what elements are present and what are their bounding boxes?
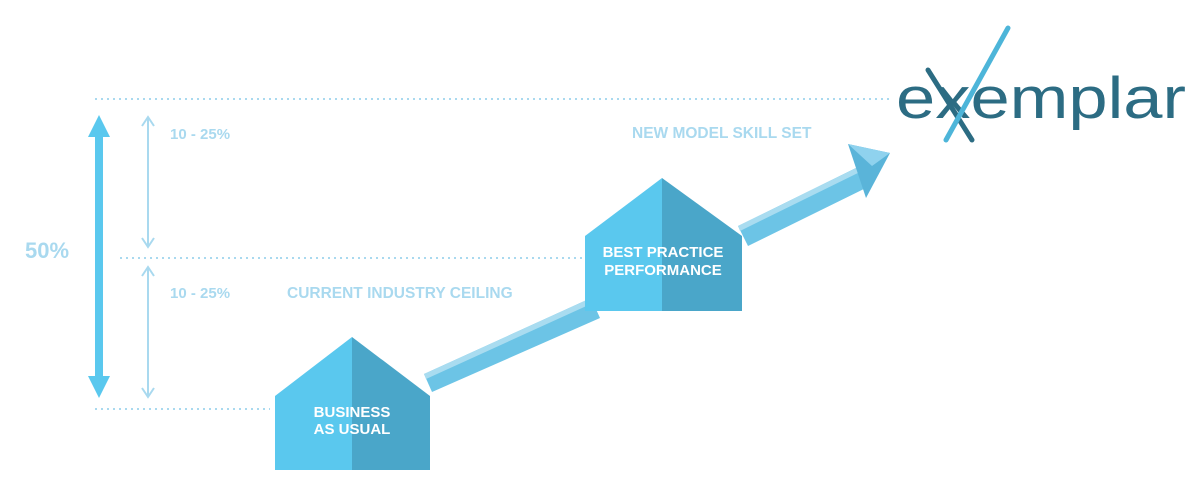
growth-arrow [424, 144, 890, 392]
lower-range-arrow [141, 265, 155, 399]
best-practice-line1: BEST PRACTICE [603, 244, 724, 261]
best-practice-line2: PERFORMANCE [604, 262, 722, 279]
lower-range-label: 10 - 25% [170, 285, 230, 302]
logo-x-stroke-1 [925, 67, 975, 143]
business-as-usual-line1: BUSINESS [314, 404, 391, 421]
logo-text: exemplar [896, 66, 1186, 131]
current-ceiling-label: CURRENT INDUSTRY CEILING [287, 285, 513, 302]
total-range-arrow [88, 115, 110, 398]
upper-range-label: 10 - 25% [170, 126, 230, 143]
business-as-usual-line2: AS USUAL [314, 421, 391, 438]
upper-range-arrow [141, 115, 155, 249]
business-as-usual-house: BUSINESS AS USUAL [275, 337, 430, 470]
exemplar-logo: exemplar [896, 25, 1186, 143]
new-model-label: NEW MODEL SKILL SET [632, 125, 812, 142]
total-range-label: 50% [25, 238, 69, 263]
logo-x-stroke-2 [943, 25, 1011, 143]
best-practice-house: BEST PRACTICE PERFORMANCE [585, 178, 742, 311]
